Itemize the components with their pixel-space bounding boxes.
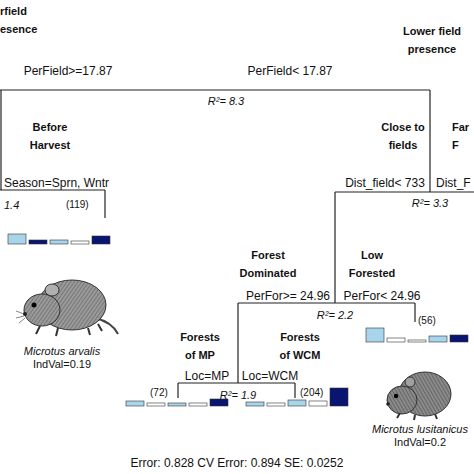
vole-feet (36, 324, 102, 336)
tree-branch (177, 383, 178, 398)
r-squared: R²= 3.3 (412, 196, 448, 210)
branch-heading: Far F (452, 118, 474, 154)
tree-branch (0, 90, 1, 190)
branch-heading: Forests of MP (175, 328, 225, 364)
branch-heading: Forests of WCM (275, 328, 325, 364)
vole-ear (405, 377, 415, 387)
split-rule: PerField>=17.87 (24, 64, 113, 78)
tree-branch (237, 303, 238, 383)
tree-branch (429, 90, 430, 192)
leaf-bar-chart (366, 328, 468, 342)
vole-head (387, 386, 417, 414)
leaf-count: (56) (418, 314, 436, 328)
r-squared: R²= 8.3 (208, 94, 244, 108)
leaf-bar (288, 400, 306, 406)
branch-heading: Before Harvest (25, 118, 75, 154)
branch-heading: Lower field presence (399, 22, 465, 58)
leaf-bar (8, 234, 26, 244)
leaf-bar (126, 401, 144, 406)
leaf-bar (267, 403, 285, 406)
r-squared: R²= 2.2 (317, 308, 353, 322)
leaf-bar (92, 236, 110, 244)
branch-heading: rfield esence (0, 2, 40, 38)
tree-branch (335, 191, 474, 192)
leaf-count: (72) (150, 386, 168, 400)
tree-branch (104, 190, 105, 218)
vole-feet (397, 413, 437, 420)
split-rule: Loc=WCM (242, 369, 298, 383)
leaf-bar-chart (246, 388, 348, 406)
leaf-bar (366, 328, 384, 342)
split-rule: Season=Sprn, Wntr (4, 176, 109, 190)
leaf-bar (50, 240, 68, 244)
split-rule: PerFor< 24.96 (343, 289, 420, 303)
error-summary: Error: 0.828 CV Error: 0.894 SE: 0.0252 (131, 456, 344, 470)
species-name: Microtus lusitanicus (372, 422, 468, 436)
indicator-value: IndVal=0.2 (394, 435, 446, 449)
r-squared: R²= 1.9 (220, 388, 256, 402)
leaf-bar (309, 401, 327, 406)
tree-branch (414, 303, 415, 322)
leaf-bar (408, 340, 426, 342)
leaf-count: (204) (300, 386, 323, 400)
leaf-bar (147, 403, 165, 406)
leaf-charts (8, 234, 468, 406)
vole-eye (32, 303, 37, 308)
split-rule: PerField< 17.87 (247, 64, 332, 78)
vole-head (24, 294, 60, 326)
leaf-bar (330, 388, 348, 406)
leaf-bar (246, 402, 264, 406)
indicator-value: IndVal=0.19 (33, 357, 91, 371)
split-rule: Dist_field< 733 (345, 176, 425, 190)
leaf-bar (29, 240, 47, 244)
leaf-bar (168, 403, 186, 406)
vole-illustration (386, 372, 451, 420)
leaf-bar-chart (8, 234, 110, 244)
branch-heading: Close to fields (378, 118, 428, 154)
branch-heading: Forest Dominated (238, 246, 298, 282)
tree-branch (0, 89, 430, 90)
split-rule: PerFor>= 24.96 (246, 289, 330, 303)
branch-heading: Low Forested (345, 246, 400, 282)
r-squared: 1.4 (4, 198, 19, 212)
vole-nose (386, 402, 390, 406)
vole-whiskers (16, 311, 25, 323)
leaf-bar (450, 335, 468, 342)
tree-branch (294, 383, 295, 398)
vole-ear (45, 284, 59, 296)
tree-branch (334, 192, 335, 303)
vole-illustration (16, 280, 118, 336)
tree-lines (0, 90, 474, 398)
vole-eye (394, 394, 398, 398)
split-rule: Loc=MP (185, 369, 229, 383)
leaf-bar (387, 338, 405, 342)
leaf-count: (119) (66, 198, 89, 212)
split-rule: Dist_F (436, 176, 471, 190)
leaf-bar (71, 241, 89, 244)
leaf-bar (189, 403, 207, 406)
leaf-bar-chart (126, 399, 228, 406)
species-name: Microtus arvalis (24, 344, 100, 358)
leaf-bar (429, 336, 447, 342)
